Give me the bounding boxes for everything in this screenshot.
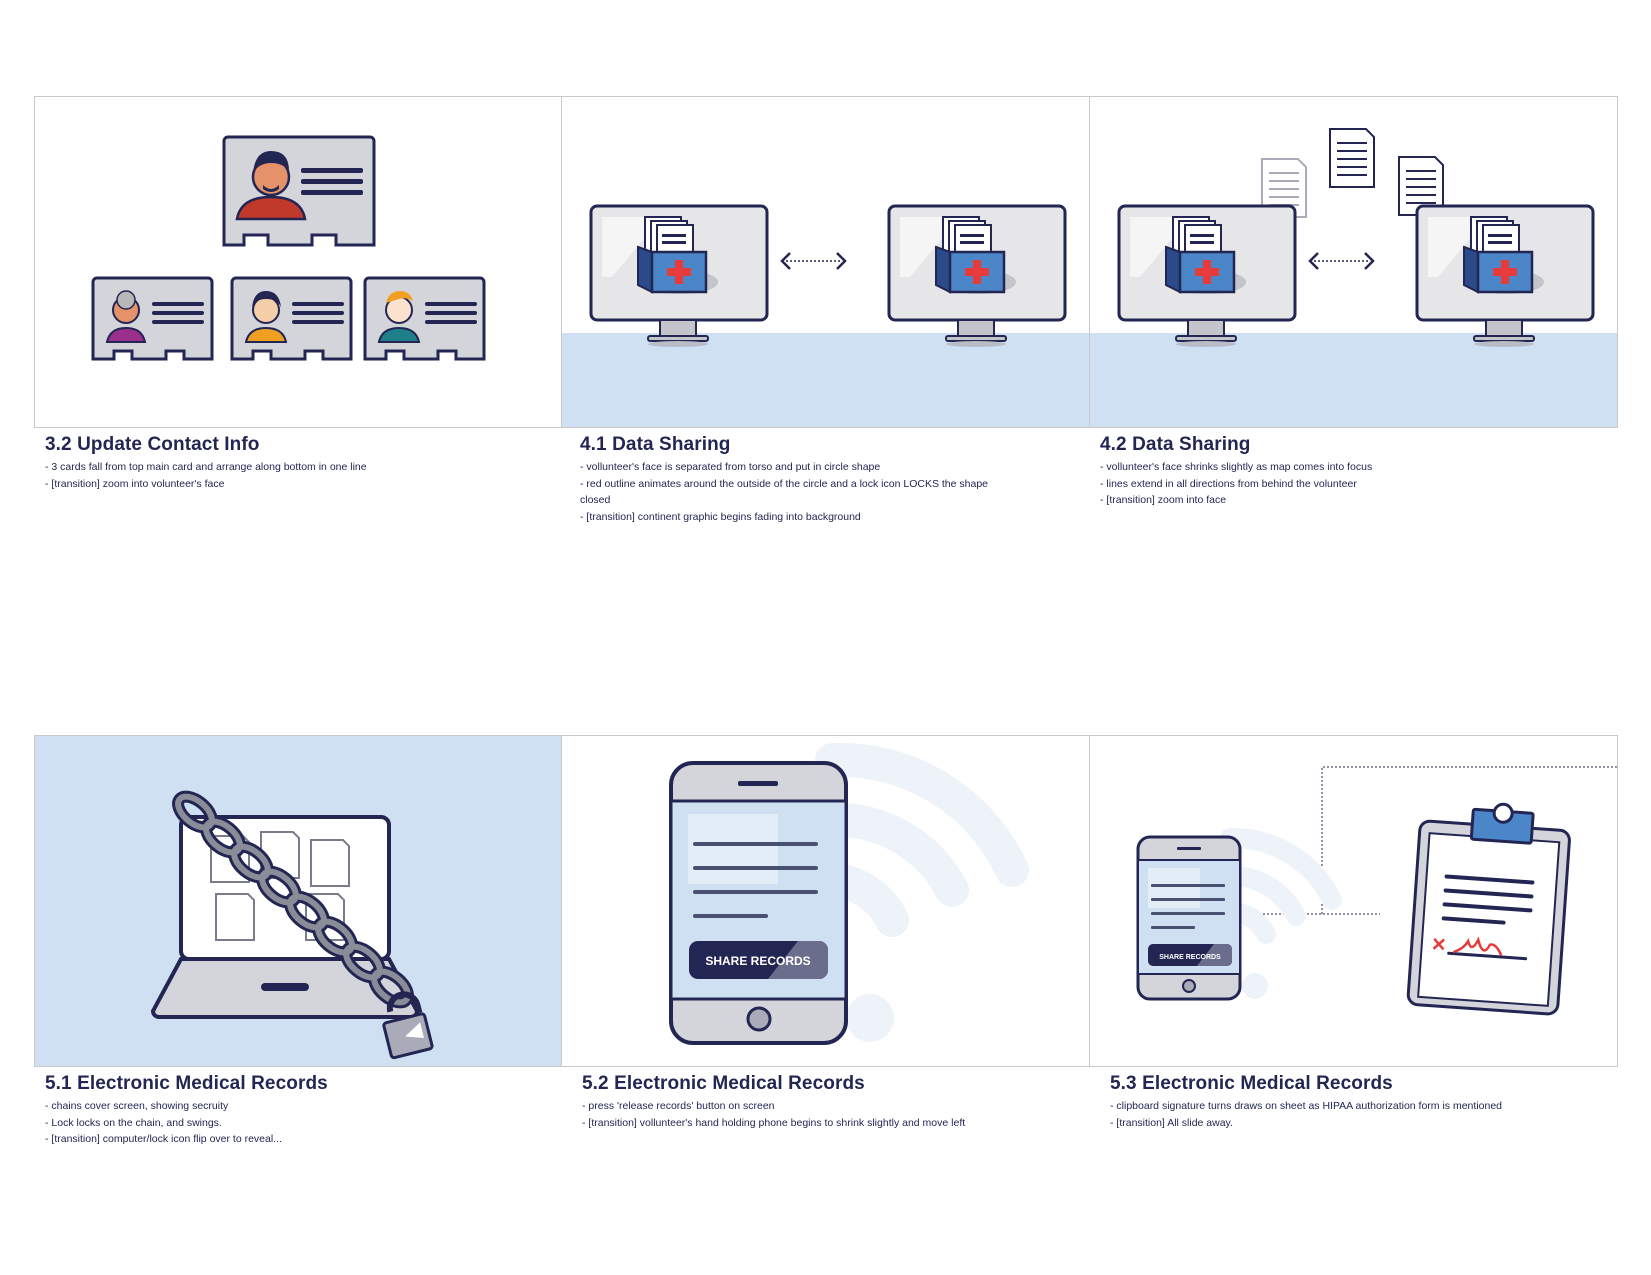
note-line: - chains cover screen, showing secruity: [45, 1100, 229, 1112]
share-records-button[interactable]: SHARE RECORDS: [689, 941, 828, 979]
wifi-icon: [815, 742, 1029, 937]
smartphone-icon: [669, 761, 848, 1045]
panel-title: 5.3 Electronic Medical Records: [1110, 1073, 1393, 1094]
panel-5-1: 5.1 Electronic Medical Records - chains …: [34, 735, 562, 1148]
note-line: - [transition] All slide away.: [1110, 1116, 1233, 1129]
note-line: - vollunteer's face shrinks slightly as …: [1100, 461, 1373, 473]
dotted-connector: [1263, 766, 1617, 915]
id-card-icon: [230, 276, 353, 361]
panel-notes: - clipboard signature turns draws on she…: [1110, 1098, 1550, 1131]
medical-records-icon: [1165, 216, 1246, 294]
panel-caption: 5.1 Electronic Medical Records - chains …: [34, 1067, 562, 1148]
note-line: - press 'release records' button on scre…: [582, 1100, 775, 1112]
panel-notes: - vollunteer's face shrinks slightly as …: [1100, 459, 1540, 509]
laptop-chain-illustration: [150, 790, 434, 1060]
clipboard-icon: [1406, 802, 1571, 1016]
panel-caption: 4.2 Data Sharing - vollunteer's face shr…: [1090, 428, 1618, 509]
panel-5-2-frame: SHARE RECORDS: [562, 735, 1090, 1067]
storyboard-row-1: 3.2 Update Contact Info - 3 cards fall f…: [34, 96, 1618, 525]
medical-records-icon: [1463, 216, 1544, 294]
panel-notes: - press 'release records' button on scre…: [582, 1098, 1022, 1131]
wifi-icon: [1220, 827, 1342, 944]
panel-title: 3.2 Update Contact Info: [45, 434, 260, 455]
panel-title: 4.1 Data Sharing: [580, 434, 731, 455]
data-sharing-illustration: [562, 204, 1089, 427]
panel-5-1-frame: [34, 735, 562, 1067]
panel-caption: 3.2 Update Contact Info - 3 cards fall f…: [34, 428, 562, 492]
id-card-icon: [91, 276, 214, 361]
note-line: - Lock locks on the chain, and swings.: [45, 1116, 222, 1129]
panel-4-2-frame: [1090, 96, 1618, 428]
id-card-icon: [222, 135, 376, 247]
note-line: - red outline animates around the outsid…: [580, 477, 988, 507]
panel-title: 5.2 Electronic Medical Records: [582, 1073, 865, 1094]
panel-caption: 4.1 Data Sharing - vollunteer's face is …: [562, 428, 1090, 525]
panel-title: 4.2 Data Sharing: [1100, 434, 1251, 455]
note-line: - lines extend in all directions from be…: [1100, 477, 1357, 490]
padlock-icon: [382, 991, 434, 1060]
transfer-arrow-icon: [780, 252, 847, 270]
transfer-arrow-icon: [1308, 252, 1375, 270]
note-line: - [transition] computer/lock icon flip o…: [45, 1133, 282, 1145]
medical-records-icon: [637, 216, 718, 294]
data-sharing-illustration-2: [1090, 128, 1617, 427]
smartphone-icon: [1136, 835, 1242, 1001]
note-line: - [transition] vollunteer's hand holding…: [582, 1116, 966, 1129]
panel-notes: - chains cover screen, showing secruity …: [45, 1098, 485, 1148]
panel-3-2: 3.2 Update Contact Info - 3 cards fall f…: [34, 96, 562, 525]
note-line: - vollunteer's face is separated from to…: [580, 461, 881, 473]
contact-cards-illustration: [91, 135, 486, 361]
share-records-button-small[interactable]: SHARE RECORDS: [1148, 944, 1232, 966]
share-records-label: SHARE RECORDS: [705, 954, 810, 968]
note-line: - 3 cards fall from top main card and ar…: [45, 461, 367, 473]
panel-5-3: SHARE RECORDS 5.3 Electronic: [1090, 735, 1618, 1148]
panel-title: 5.1 Electronic Medical Records: [45, 1073, 328, 1094]
panel-5-2: SHARE RECORDS 5.2 Electronic Medical Rec…: [562, 735, 1090, 1148]
panel-caption: 5.2 Electronic Medical Records - press '…: [562, 1067, 1090, 1131]
note-line: - [transition] continent graphic begins …: [580, 510, 861, 523]
share-records-label: SHARE RECORDS: [1159, 954, 1221, 961]
clipboard-signature-illustration: SHARE RECORDS: [1136, 766, 1617, 1016]
id-card-icon: [363, 276, 486, 361]
panel-4-1-frame: [562, 96, 1090, 428]
panel-4-1: 4.1 Data Sharing - vollunteer's face is …: [562, 96, 1090, 525]
storyboard-row-2: 5.1 Electronic Medical Records - chains …: [34, 735, 1618, 1148]
note-line: - [transition] zoom into face: [1100, 494, 1227, 506]
document-icon: [1329, 128, 1375, 188]
panel-caption: 5.3 Electronic Medical Records - clipboa…: [1090, 1067, 1618, 1131]
panel-3-2-frame: [34, 96, 562, 428]
note-line: - clipboard signature turns draws on she…: [1110, 1100, 1503, 1112]
panel-4-2: 4.2 Data Sharing - vollunteer's face shr…: [1090, 96, 1618, 525]
panel-5-3-frame: SHARE RECORDS: [1090, 735, 1618, 1067]
panel-notes: - 3 cards fall from top main card and ar…: [45, 459, 485, 492]
computer-icon: [1415, 204, 1595, 347]
panel-notes: - vollunteer's face is separated from to…: [580, 459, 1020, 525]
note-line: - [transition] zoom into volunteer's fac…: [45, 477, 225, 490]
phone-share-illustration: SHARE RECORDS: [669, 742, 1029, 1045]
document-icon: [1398, 156, 1444, 216]
medical-records-icon: [935, 216, 1016, 294]
